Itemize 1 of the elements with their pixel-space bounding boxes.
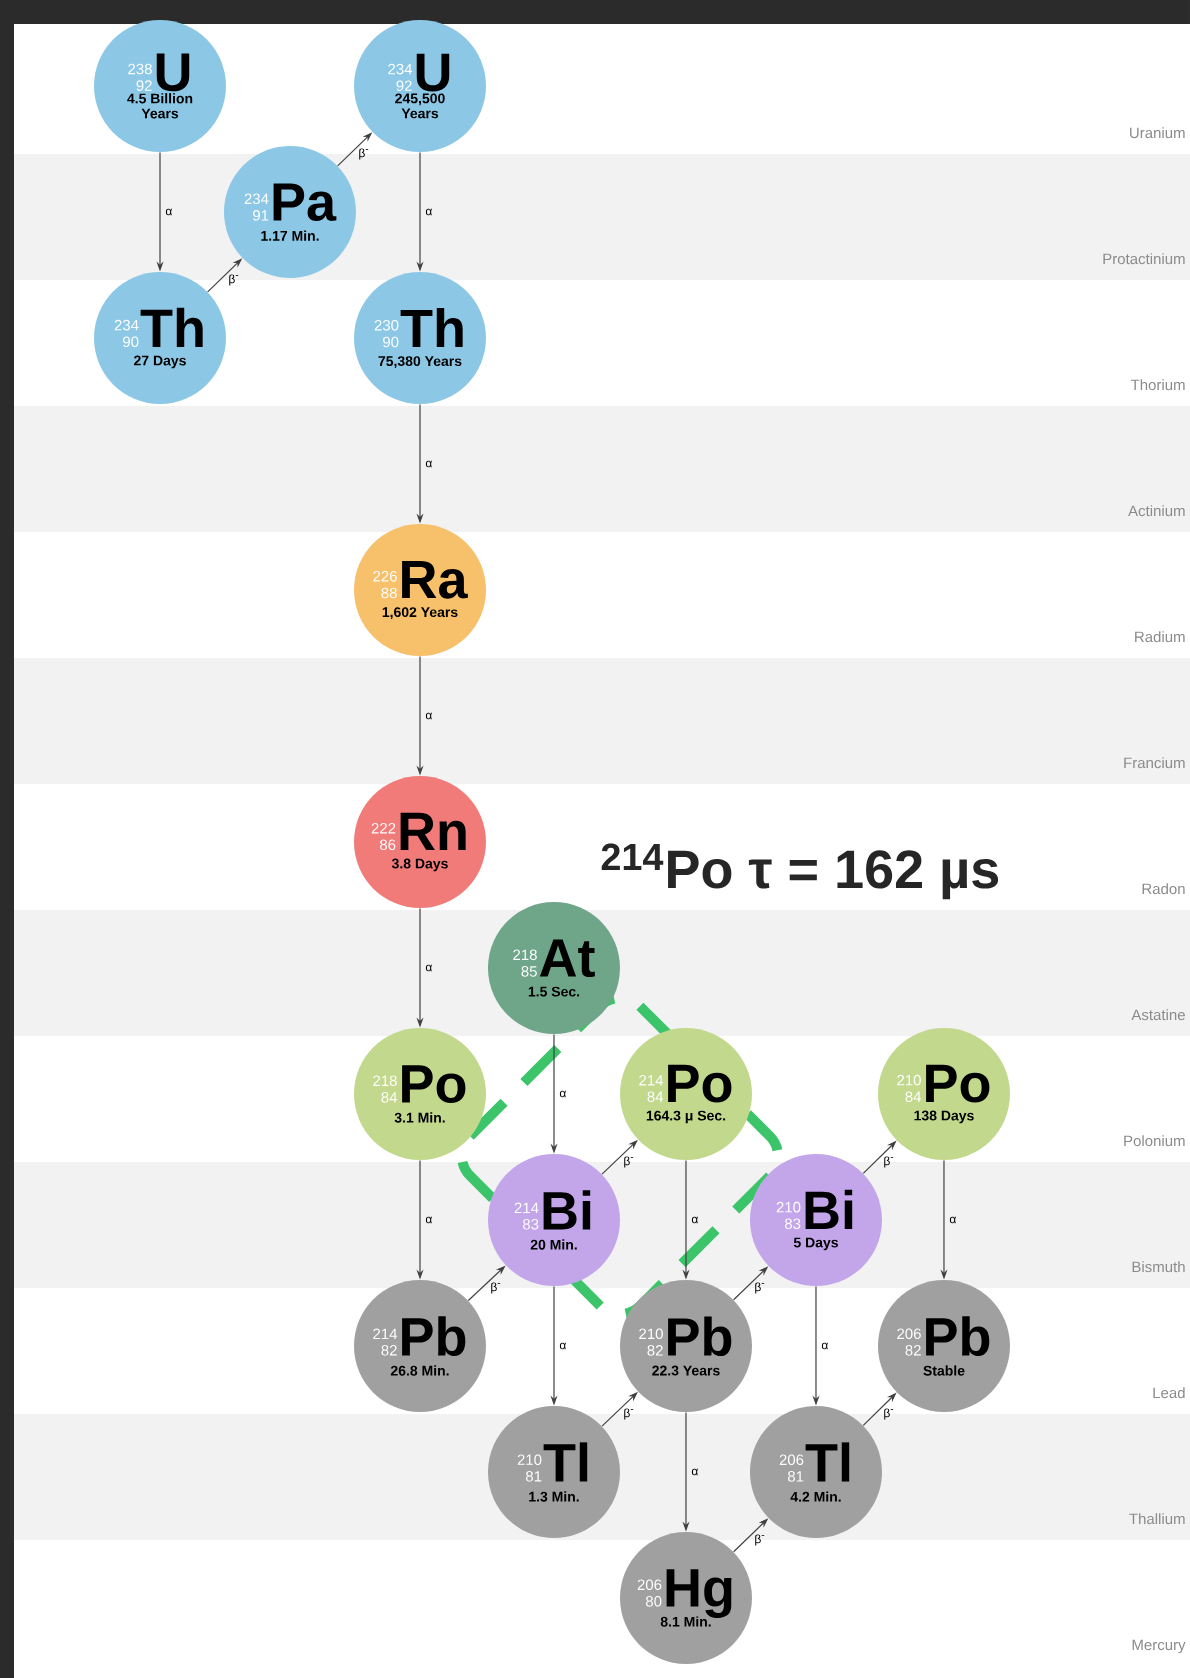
half-life-note: $^{214}$Po τ = 162 µs [601,843,999,900]
